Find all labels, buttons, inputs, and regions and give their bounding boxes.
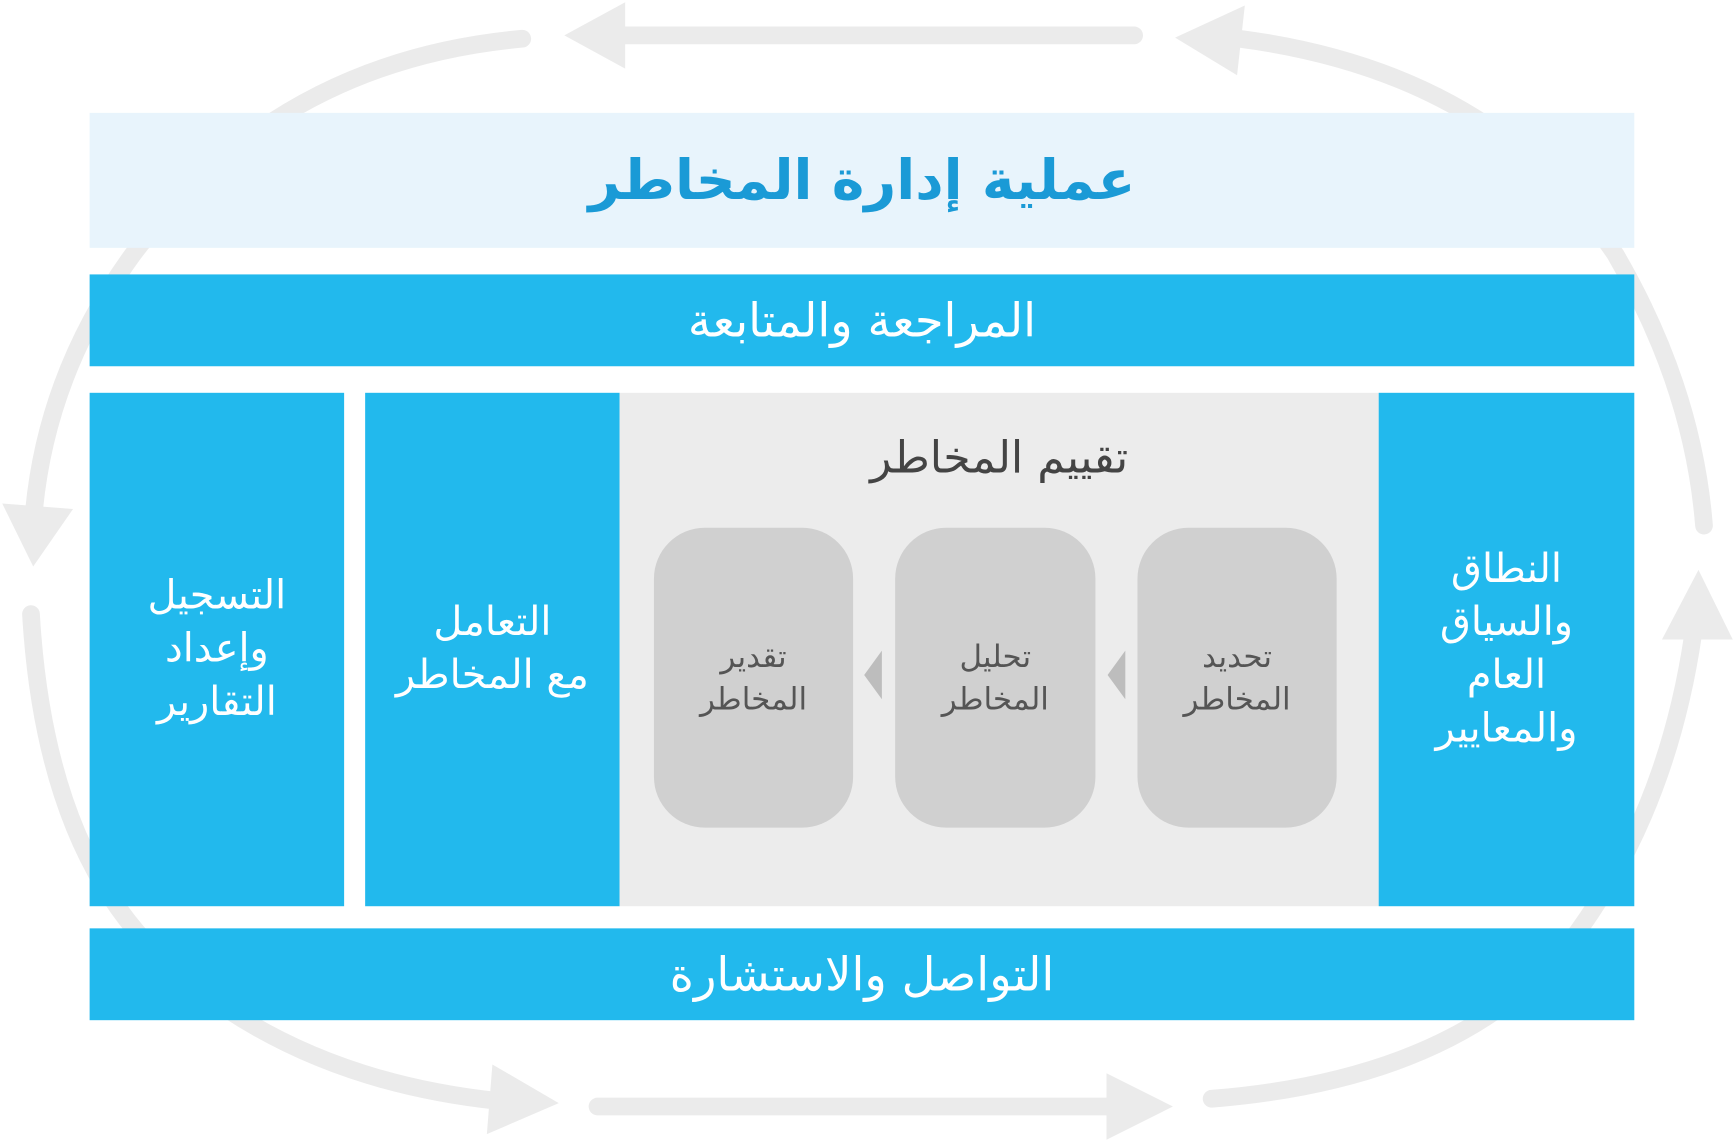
arrowhead-bottom-left [486,1064,559,1135]
step-label: تحديد [1202,637,1272,675]
reporting-line: وإعداد [164,626,269,672]
arrowhead-left [2,503,74,567]
scope-line: والمعايير [1435,705,1578,752]
scope-column: النطاق والسياق العام والمعايير [1378,392,1635,907]
reporting-column: التسجيل وإعداد التقارير [89,392,345,907]
arrowhead-top-left [564,2,626,69]
treatment-column: التعامل مع المخاطر [365,392,620,907]
step-identify: تحديد المخاطر [1137,527,1337,828]
diagram-title: عملية إدارة المخاطر [588,148,1136,213]
arrow-left-icon [1107,650,1126,700]
treatment-line: مع المخاطر [395,652,589,699]
communication-band: التواصل والاستشارة [89,928,1635,1021]
arrow-left-icon [864,650,882,700]
step-analyze: تحليل المخاطر [895,527,1096,828]
step-label: المخاطر [699,679,808,717]
step-label: المخاطر [941,679,1049,717]
step-label: تقدير [720,637,787,675]
arrowhead-top-right [1175,5,1245,76]
communication-label: التواصل والاستشارة [669,947,1055,1002]
treatment-line: التعامل [433,599,552,646]
assessment-title: تقييم المخاطر [870,432,1129,484]
scope-line: والسياق [1439,599,1574,646]
review-label: المراجعة والمتابعة [687,293,1037,348]
step-label: تحليل [959,637,1032,675]
step-label: المخاطر [1183,679,1291,717]
scope-line: النطاق [1451,546,1562,592]
review-band: المراجعة والمتابعة [89,274,1635,367]
arrowhead-right [1661,569,1733,640]
reporting-line: التقارير [156,679,277,725]
step-evaluate: تقدير المخاطر [653,527,854,828]
reporting-line: التسجيل [147,573,287,619]
scope-line: العام [1466,652,1547,699]
title-band: عملية إدارة المخاطر [89,112,1635,248]
arrowhead-bottom-right [1106,1073,1173,1140]
